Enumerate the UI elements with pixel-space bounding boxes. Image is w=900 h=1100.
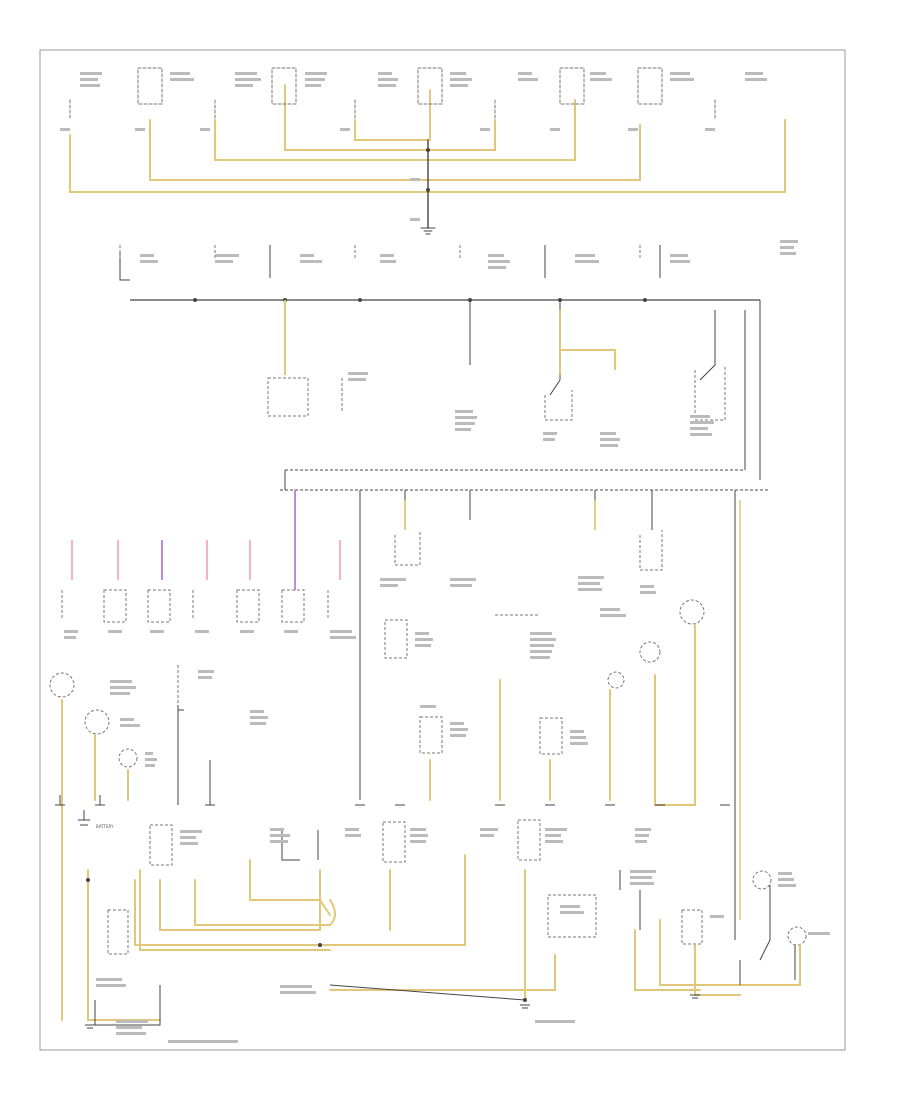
battery-label: BATTERY — [96, 824, 114, 829]
diagram-border — [39, 49, 846, 1051]
second-ground-section — [119, 240, 798, 491]
injector-section — [61, 490, 741, 940]
top-ground-section — [60, 67, 786, 235]
battery-symbol — [78, 810, 90, 826]
lower-ground-section: BATTERY — [49, 624, 830, 1043]
